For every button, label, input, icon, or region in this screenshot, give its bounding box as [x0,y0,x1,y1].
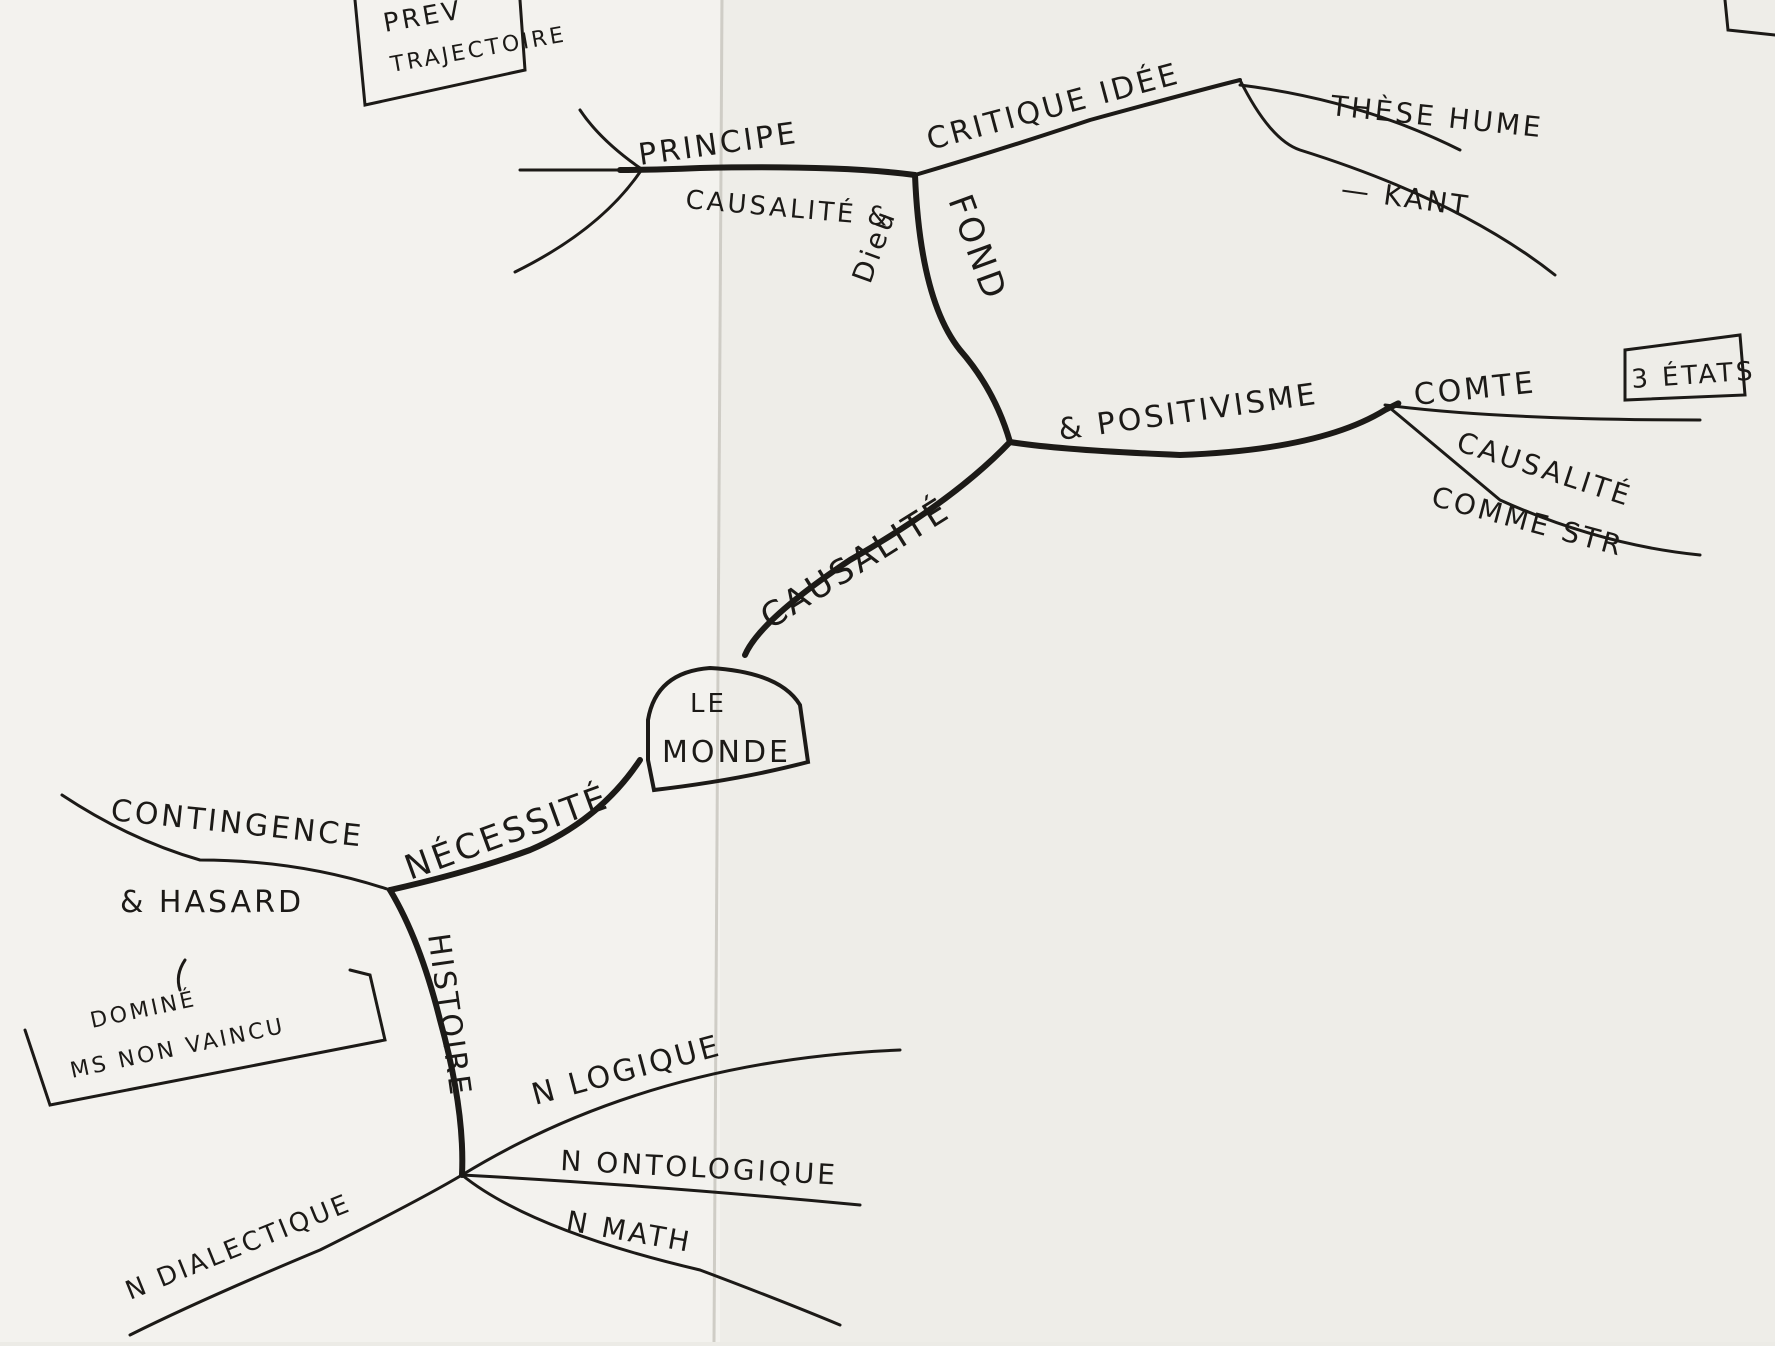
center-node [646,665,811,793]
branch-fond [912,172,1013,445]
critique-sub-2 [1238,83,1462,152]
histoire-sub-math [460,1173,842,1327]
trois-etats-box [1623,333,1747,402]
principe-sub-1 [578,108,642,170]
principe-sub-3 [513,170,642,274]
positivisme-sub-2 [1388,406,1702,557]
label-hasard: & HASARD [120,885,304,920]
center-node-line2: MONDE [662,735,791,770]
branch-histoire [387,887,466,1178]
top-right-box-corner [1723,0,1775,37]
contingence-branch [60,793,392,892]
center-node-line1: LE [690,689,727,719]
paper-left-half [0,0,720,1342]
positivisme-sub-1 [1383,403,1702,422]
top-note-box [353,0,527,107]
branch-principe [617,164,918,178]
branch-causalite [742,439,1013,658]
histoire-sub-dialectique [128,1173,464,1337]
domine-pointer [176,958,187,992]
branch-critique [913,78,1242,177]
histoire-sub-logique [460,1048,902,1177]
paper-fold [712,0,724,1343]
critique-sub-1 [1238,78,1557,277]
histoire-sub-ontologique [460,1173,862,1207]
branch-necessite [387,757,643,893]
domine-box [23,968,387,1107]
